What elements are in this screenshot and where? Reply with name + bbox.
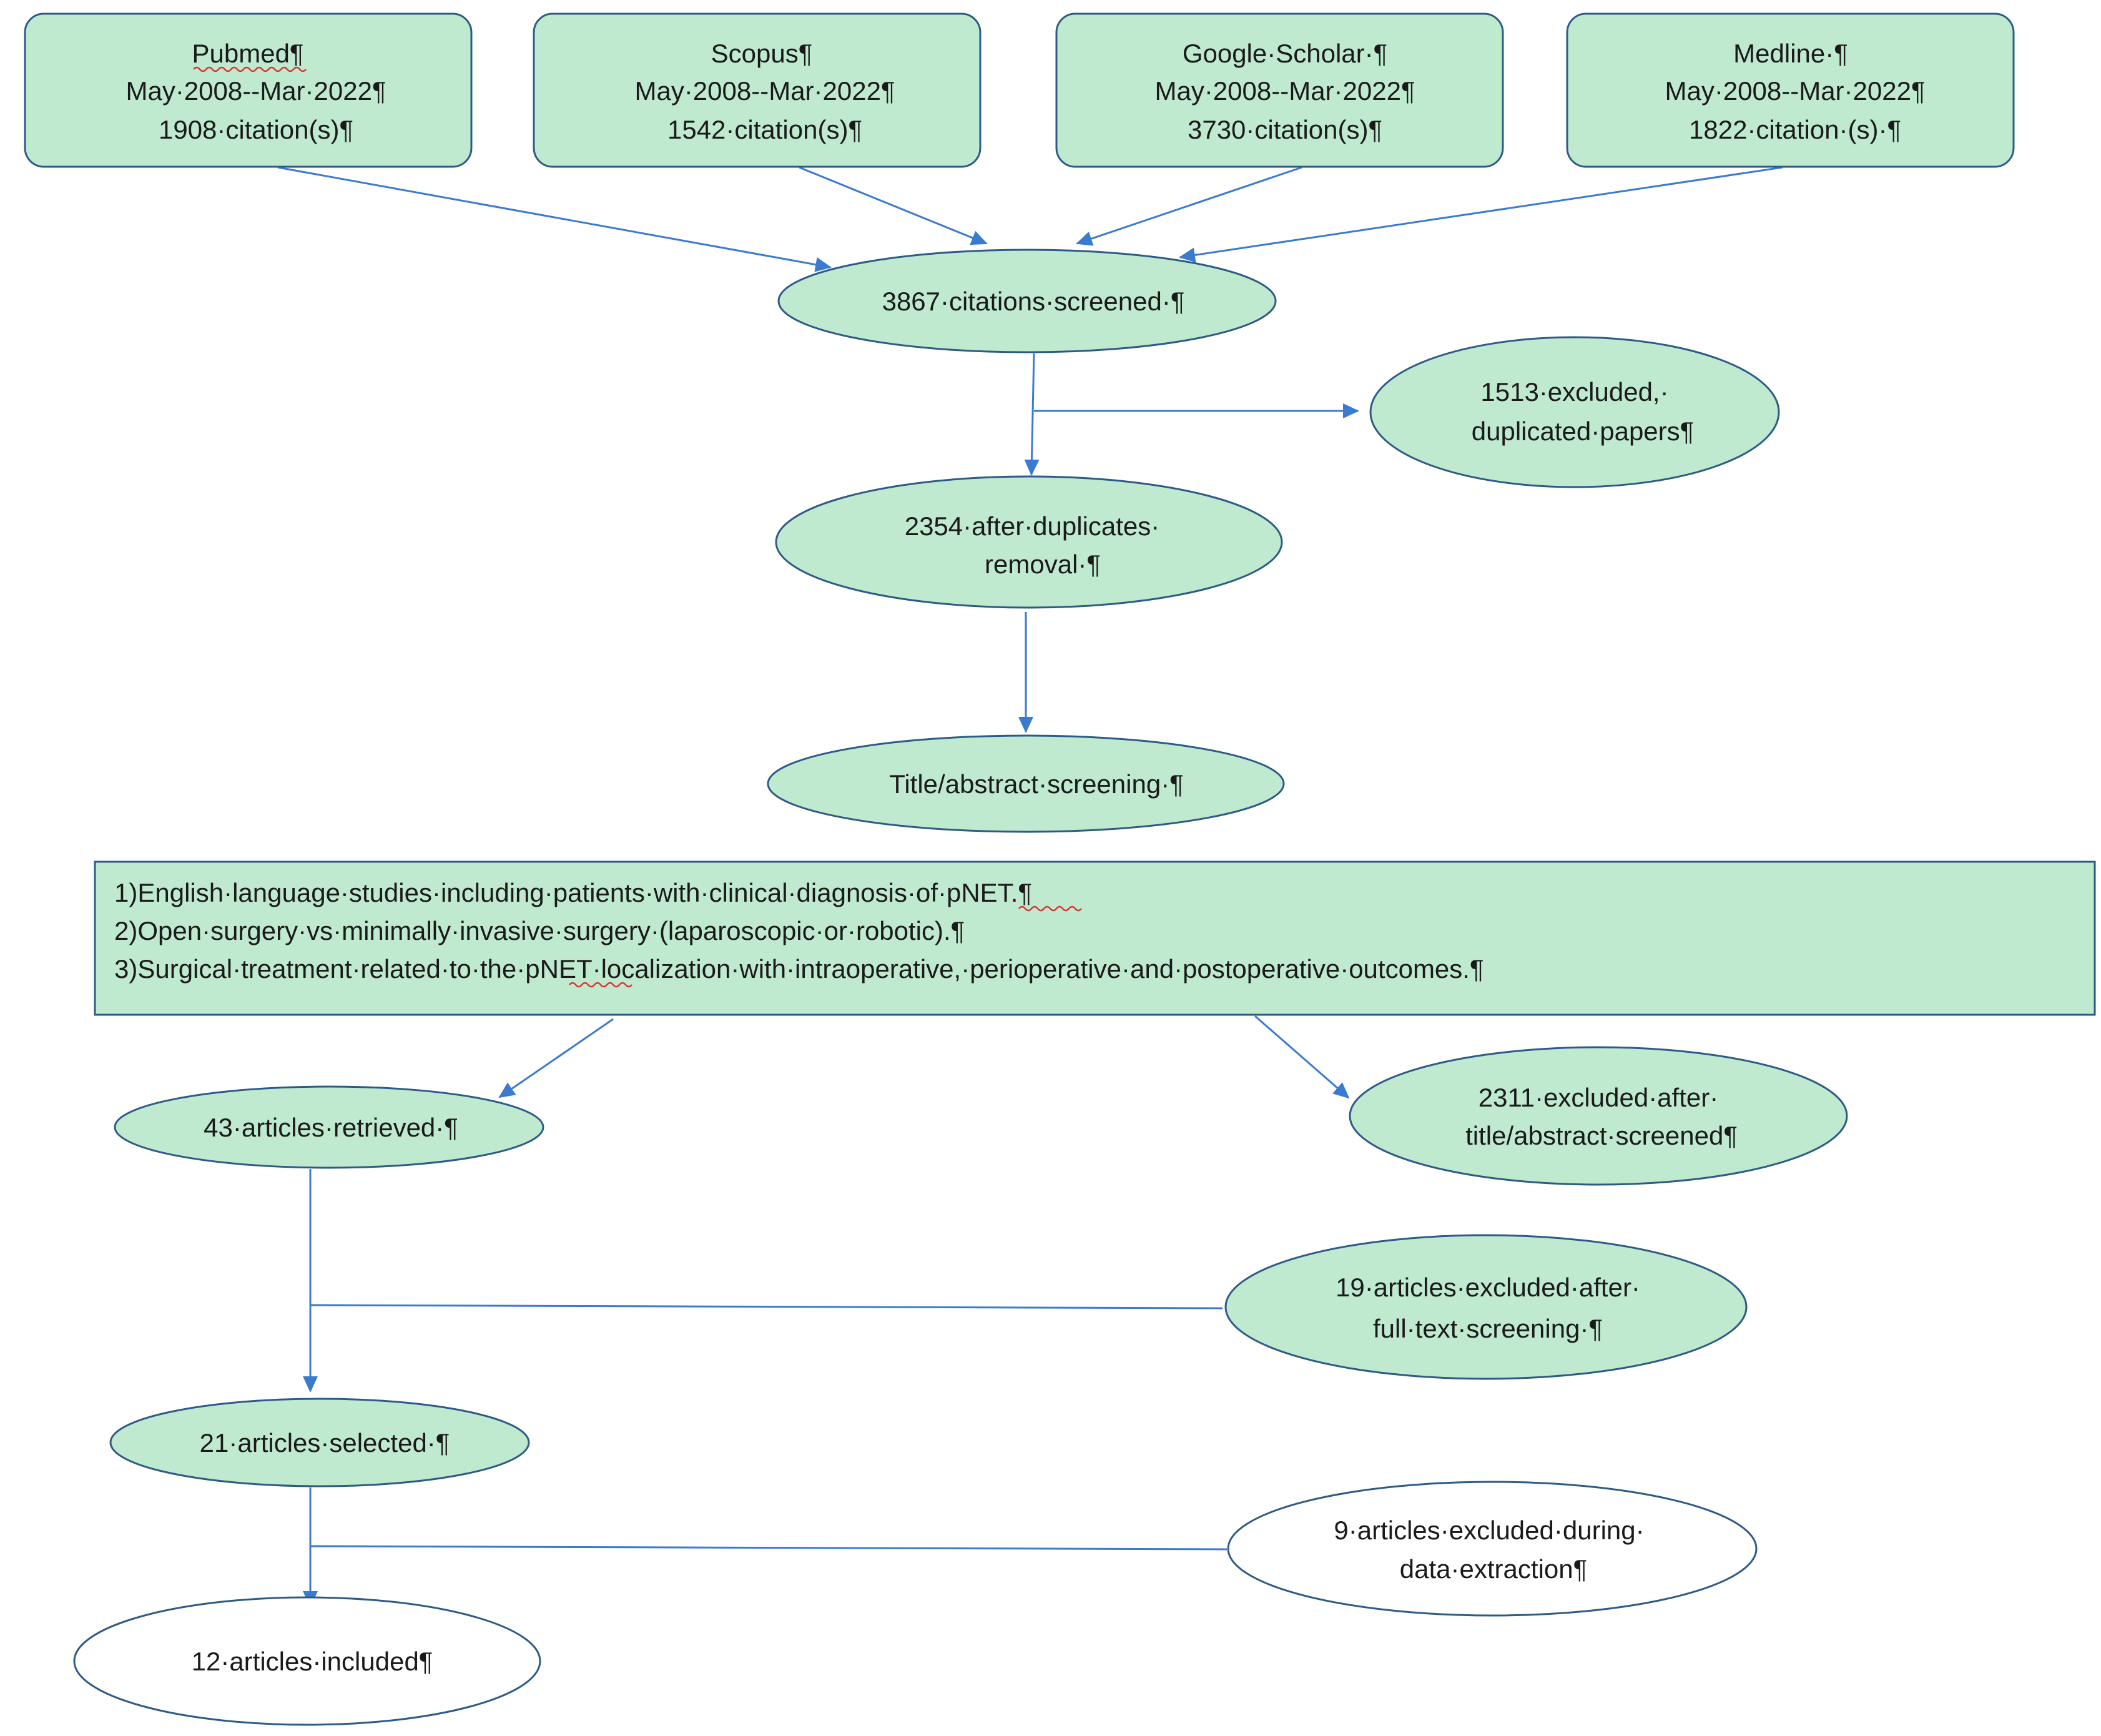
source-medline-count: 1822·citation·(s)·¶ [1689,115,1901,144]
node-title-screening-shape [767,734,1285,833]
line-fulltext-excluded [310,1304,1223,1309]
node-duplicates-excluded: 1513·excluded,· duplicated·papers¶ [1369,336,1780,488]
node-title-screening-label: Title/abstract·screening·¶ [889,769,1184,799]
node-after-dedup: 2354·after·duplicates· removal·¶ [775,475,1283,609]
node-retrieved-label: 43·articles·retrieved·¶ [204,1113,458,1142]
node-screened: 3867·citations·screened·¶ [777,249,1277,353]
source-scopus: Scopus¶ May·2008--Mar·2022¶ 1542·citatio… [533,12,982,168]
node-extraction-excluded: 9·articles·excluded·during· data·extract… [1227,1481,1758,1617]
source-google-scholar-count: 3730·citation(s)¶ [1188,115,1382,144]
node-screened-shape [777,249,1277,353]
criteria-box: 1)English·language·studies·including·pat… [94,861,2096,1016]
node-selected-label: 21·articles·selected·¶ [200,1428,450,1457]
arrow-criteria-to-retrieved [498,1018,614,1098]
node-included-shape [73,1596,541,1726]
spellcheck-underline [1018,905,1082,912]
node-extraction-excluded-line2: data·extraction¶ [1400,1554,1587,1584]
criteria-item-1: 1)English·language·studies·including·pat… [114,878,1032,907]
node-after-dedup-shape [775,475,1283,609]
node-title-excluded-shape [1349,1046,1848,1186]
source-scopus-box [533,12,982,168]
source-medline-range: May·2008--Mar·2022¶ [1665,76,1925,106]
spellcheck-underline [193,66,307,72]
source-medline-box [1566,12,2015,168]
node-selected: 21·articles·selected·¶ [109,1398,530,1487]
source-pubmed: Pubmed¶ May·2008--Mar·2022¶ 1908·citatio… [24,12,473,168]
node-duplicates-excluded-line2: duplicated·papers¶ [1472,417,1694,446]
node-fulltext-excluded-line2: full·text·screening·¶ [1373,1314,1603,1343]
node-retrieved-shape [114,1085,544,1169]
source-google-scholar-range: May·2008--Mar·2022¶ [1154,76,1415,106]
node-duplicates-excluded-line1: 1513·excluded,· [1480,377,1668,407]
source-google-scholar-box [1055,12,1504,168]
source-medline-name: Medline·¶ [1733,39,1848,68]
node-retrieved: 43·articles·retrieved·¶ [114,1085,544,1169]
source-scopus-range: May·2008--Mar·2022¶ [634,76,895,106]
node-selected-shape [109,1398,530,1487]
node-fulltext-excluded: 19·articles·excluded·after· full·text·sc… [1224,1234,1748,1380]
source-scopus-name: Scopus¶ [711,39,813,68]
node-fulltext-excluded-shape [1224,1234,1748,1380]
node-title-excluded: 2311·excluded·after· title/abstract·scre… [1349,1046,1848,1186]
node-extraction-excluded-shape [1227,1481,1758,1617]
node-title-excluded-line1: 2311·excluded·after· [1479,1083,1718,1112]
source-pubmed-range: May·2008--Mar·2022¶ [125,76,386,106]
node-title-screening: Title/abstract·screening·¶ [767,734,1285,833]
criteria-item-3: 3)Surgical·treatment·related·to·the·pNET… [114,954,1484,984]
source-pubmed-count: 1908·citation(s)¶ [159,115,353,144]
source-pubmed-name: Pubmed¶ [192,39,304,68]
criteria-item-2: 2)Open·surgery·vs·minimally·invasive·sur… [114,916,965,945]
source-pubmed-box [24,12,473,168]
source-scopus-count: 1542·citation(s)¶ [667,115,862,144]
source-google-scholar: Google·Scholar·¶ May·2008--Mar·2022¶ 373… [1055,12,1504,168]
node-included-label: 12·articles·included¶ [192,1647,433,1676]
connectors [277,166,1783,1607]
spellcheck-underline [569,982,632,988]
node-duplicates-excluded-shape [1369,336,1780,488]
arrow-scholar-to-screened [1076,166,1302,246]
arrow-medline-to-screened [1179,166,1783,263]
arrow-criteria-to-title-excluded [1254,1015,1350,1099]
line-extraction-excluded [310,1545,1228,1551]
node-screened-label: 3867·citations·screened·¶ [882,287,1185,316]
arrow-scopus-to-screened [799,166,988,245]
node-after-dedup-line1: 2354·after·duplicates· [905,511,1160,541]
arrow-pubmed-to-screened [277,166,832,272]
node-included: 12·articles·included¶ [73,1596,541,1726]
line-screened-down [1024,353,1040,476]
source-google-scholar-name: Google·Scholar·¶ [1183,39,1387,68]
node-fulltext-excluded-line1: 19·articles·excluded·after· [1336,1273,1640,1302]
node-title-excluded-line2: title/abstract·screened¶ [1465,1121,1738,1150]
node-extraction-excluded-line1: 9·articles·excluded·during· [1334,1516,1644,1545]
source-medline: Medline·¶ May·2008--Mar·2022¶ 1822·citat… [1566,12,2015,168]
criteria-box-shape [94,861,2096,1016]
node-after-dedup-line2: removal·¶ [985,550,1101,579]
